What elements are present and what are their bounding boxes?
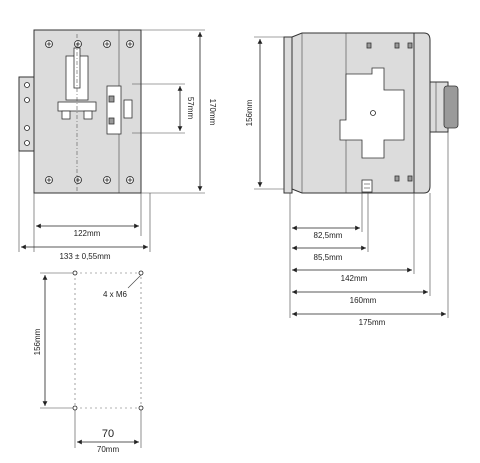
dim-label-side-156: 156mm xyxy=(245,99,254,126)
dim-label-175: 175mm xyxy=(359,318,386,327)
hole-leader-line xyxy=(127,274,142,289)
dim-label-70-big: 70 xyxy=(102,428,114,440)
dim-label-70mm: 70mm xyxy=(97,445,120,454)
dim-label-170: 170mm xyxy=(208,99,217,126)
side-view: 156mm 82,5mm 85,5mm 142mm 160mm 175mm xyxy=(245,32,459,327)
side-marker xyxy=(407,175,413,182)
side-marker xyxy=(394,42,400,49)
side-foot-clip xyxy=(361,179,373,193)
hole-label: 4 x M6 xyxy=(103,290,128,299)
side-marker xyxy=(366,42,372,49)
aux-screw xyxy=(24,125,30,131)
dim-label-drill-156: 156mm xyxy=(33,328,42,355)
aux-screw xyxy=(24,140,30,146)
drill-pattern: 4 x M6 156mm 70 70mm xyxy=(33,270,144,454)
dim-label-85-5: 85,5mm xyxy=(314,253,343,262)
front-view: 170mm 57mm 122mm 133 ± 0,55mm xyxy=(18,29,217,261)
dim-label-133: 133 ± 0,55mm xyxy=(59,252,110,261)
dim-label-160: 160mm xyxy=(350,296,377,305)
top-terminal-screws xyxy=(45,40,134,48)
side-marker xyxy=(407,42,413,49)
aux-screw xyxy=(24,82,30,88)
mounting-hole xyxy=(138,405,144,411)
dim-label-82-5: 82,5mm xyxy=(314,231,343,240)
dim-label-57: 57mm xyxy=(186,97,195,120)
side-actuator-cap xyxy=(443,85,459,129)
bottom-terminal-screws xyxy=(45,176,134,184)
side-mechanism-pin xyxy=(370,110,376,116)
front-side-block xyxy=(106,85,133,135)
mounting-hole xyxy=(138,270,144,276)
mounting-hole xyxy=(72,270,78,276)
dim-label-122: 122mm xyxy=(74,229,101,238)
side-front-face xyxy=(413,32,431,194)
front-auxiliary-block xyxy=(18,76,36,152)
dim-label-142: 142mm xyxy=(341,274,368,283)
side-base-plate xyxy=(283,36,293,194)
aux-screw xyxy=(24,97,30,103)
mounting-hole xyxy=(72,405,78,411)
side-marker xyxy=(394,175,400,182)
